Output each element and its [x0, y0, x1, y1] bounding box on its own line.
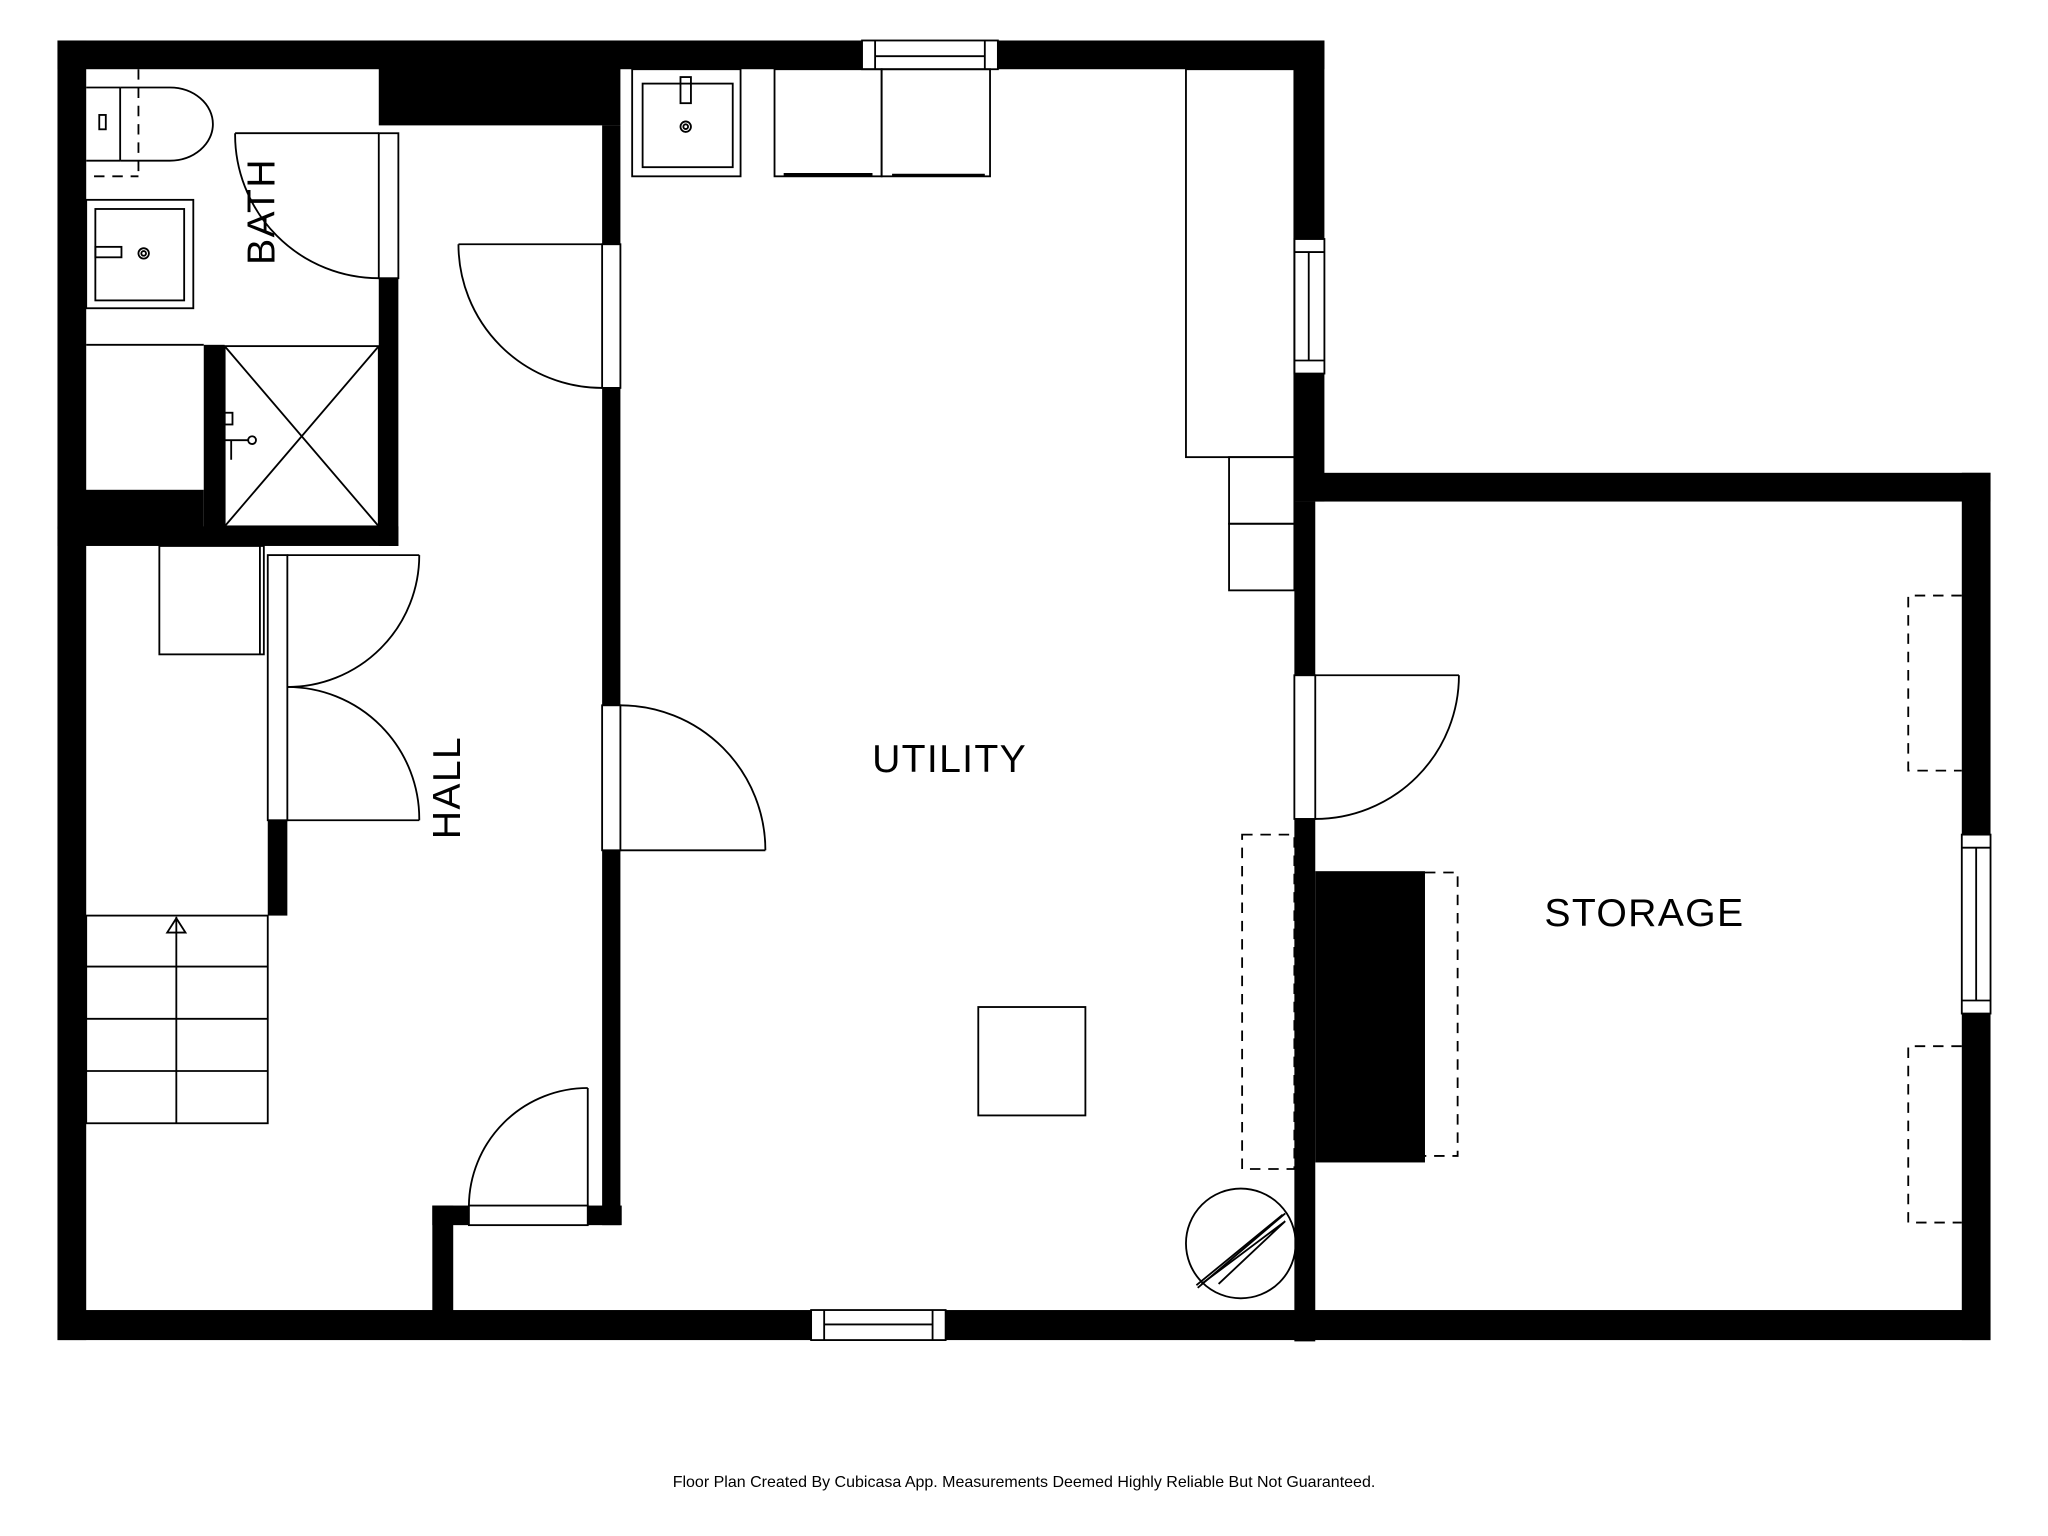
windows — [810, 39, 1992, 1341]
door-utility-hall — [601, 704, 767, 852]
door-lower-closet — [467, 1087, 589, 1227]
bath-sink-icon — [85, 198, 195, 310]
door-hall-upper — [457, 243, 622, 389]
storage-fixtures — [1424, 594, 1962, 1224]
window-top-utility — [861, 39, 999, 71]
window-bottom-utility — [810, 1309, 947, 1341]
window-storage-right — [1960, 833, 1992, 1015]
door-storage — [1293, 674, 1460, 820]
shower-icon — [223, 345, 380, 528]
furnace-box-icon — [977, 1006, 1087, 1117]
counter-icon — [1185, 68, 1296, 592]
dryer-icon — [880, 68, 991, 178]
room-label-storage: STORAGE — [1544, 892, 1744, 935]
room-labels: BATH HALL UTILITY STORAGE — [240, 158, 1744, 935]
footer-disclaimer: Floor Plan Created By Cubicasa App. Meas… — [672, 1474, 1376, 1491]
room-label-bath: BATH — [240, 158, 283, 265]
window-right-utility — [1293, 238, 1326, 375]
washer-icon — [773, 68, 883, 178]
storage-dashed-area-upper — [1907, 594, 1962, 772]
utility-dashed-area — [1241, 833, 1296, 1170]
hall-fixtures — [85, 545, 269, 1125]
utility-fixtures — [631, 68, 1297, 1300]
stairs-icon — [85, 914, 269, 1125]
room-label-hall: HALL — [426, 736, 469, 839]
storage-dashed-area-lower — [1907, 1045, 1962, 1224]
water-heater-icon — [1185, 1187, 1297, 1300]
bath-fixtures — [85, 69, 380, 528]
walls — [57, 40, 1991, 1342]
utility-sink-icon — [631, 68, 742, 178]
door-closet-double — [266, 554, 421, 822]
doors — [234, 132, 1460, 1227]
chimney-dashed-outline — [1424, 871, 1459, 1157]
toilet-icon — [86, 69, 214, 178]
door-bath — [234, 132, 400, 280]
closet-shelf — [158, 545, 265, 656]
room-label-utility: UTILITY — [872, 738, 1027, 781]
